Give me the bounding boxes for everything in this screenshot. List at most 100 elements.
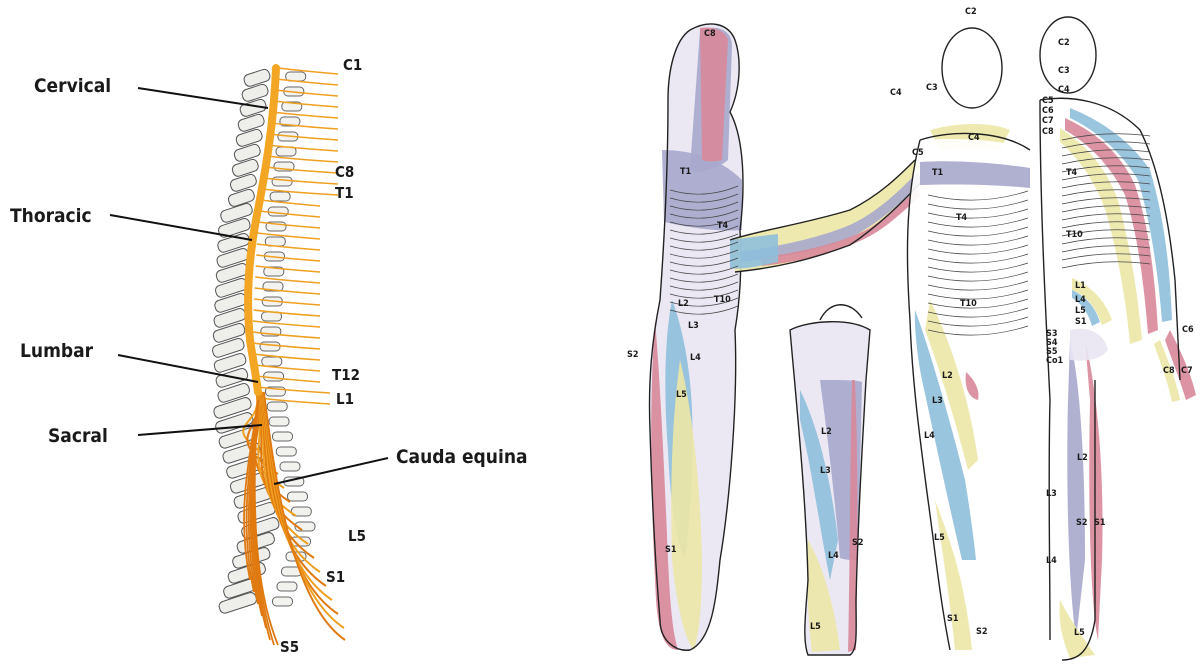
leg-l5: L5 (810, 622, 821, 632)
side-t10: T10 (714, 295, 731, 305)
side-l4: L4 (690, 353, 701, 363)
side-l2: L2 (678, 299, 689, 309)
back-c5: C5 (1042, 96, 1054, 106)
leg-l2: L2 (821, 427, 832, 437)
vertebra-process (273, 432, 293, 441)
front-t10: T10 (960, 299, 977, 309)
back-s2: S2 (1076, 518, 1087, 528)
front-c3: C3 (926, 83, 938, 93)
side-l3: L3 (688, 321, 699, 331)
vertebra-process (270, 192, 290, 201)
vertebra-process (273, 597, 293, 606)
nerve-root (261, 200, 320, 206)
nerve-root (271, 123, 338, 129)
back-c8: C8 (1042, 127, 1054, 137)
front-c4-left: C4 (890, 88, 902, 98)
nerve-root (255, 365, 320, 371)
front-l2: L2 (942, 371, 953, 381)
vertebra-process (269, 417, 289, 426)
leg-s2: S2 (852, 538, 863, 548)
front-c4: C4 (968, 133, 980, 143)
level-t1-label: T1 (335, 184, 354, 202)
front-s2: S2 (976, 627, 987, 637)
back-l1: L1 (1075, 281, 1086, 291)
back-l5-lower: L5 (1074, 628, 1085, 638)
front-s1: S1 (947, 614, 959, 624)
side-l5: L5 (676, 390, 687, 400)
front-l5: L5 (934, 533, 945, 543)
vertebra-body (237, 113, 265, 132)
vertebra-body (243, 68, 271, 87)
vertebra-process (260, 342, 280, 351)
vertebra-process (280, 462, 300, 471)
sacral-label: Sacral (48, 425, 108, 447)
front-head (942, 28, 1002, 108)
side-c8: C8 (704, 29, 716, 39)
level-c1-label: C1 (343, 56, 362, 74)
side-s1: S1 (665, 545, 677, 555)
vertebra-body (233, 143, 261, 162)
side-t1: T1 (680, 167, 692, 177)
vertebra-process (277, 582, 297, 591)
back-s1-upper: S1 (1075, 317, 1087, 327)
back-l3: L3 (1046, 489, 1057, 499)
side-view-figure (649, 24, 743, 650)
lumbar-label: Lumbar (20, 340, 94, 362)
nerve-root (257, 244, 320, 250)
vertebra-process (268, 207, 288, 216)
back-l4: L4 (1075, 295, 1086, 305)
leg-l4: L4 (828, 551, 839, 561)
level-l5-label: L5 (348, 527, 366, 545)
back-s1: S1 (1094, 518, 1106, 528)
level-l1-label: L1 (336, 390, 354, 408)
level-s1-label: S1 (326, 568, 345, 586)
vertebra-process (267, 402, 287, 411)
back-c8-arm: C8 (1163, 366, 1175, 376)
level-c8-label: C8 (335, 163, 354, 181)
front-t1: T1 (932, 168, 944, 178)
front-view-figure (907, 28, 1030, 650)
leg-l3: L3 (820, 466, 831, 476)
side-s2: S2 (627, 350, 638, 360)
spine-diagram: Cervical Thoracic Lumbar Sacral Cauda eq… (10, 56, 528, 656)
vertebra-body (231, 158, 259, 177)
back-l2: L2 (1077, 453, 1088, 463)
leg-view-figure (790, 305, 870, 655)
nerve-root (267, 156, 338, 162)
nerve-root (253, 321, 320, 327)
front-view-arm (730, 160, 925, 272)
back-t4: T4 (1066, 168, 1078, 178)
front-t4: T4 (956, 213, 968, 223)
front-l4: L4 (924, 431, 935, 441)
back-t10: T10 (1066, 230, 1083, 240)
front-l3: L3 (932, 396, 943, 406)
vertebra-process (276, 447, 296, 456)
back-c4: C4 (1058, 85, 1070, 95)
vertebra-process (262, 357, 282, 366)
vertebrae (211, 68, 315, 614)
vertebra-process (288, 492, 308, 501)
back-c6: C6 (1042, 106, 1054, 116)
cervical-label: Cervical (34, 75, 111, 97)
back-view-figure (1040, 17, 1196, 660)
back-c3: C3 (1058, 66, 1070, 76)
back-c7: C7 (1042, 116, 1054, 126)
cauda-equina-label: Cauda equina (396, 446, 528, 468)
nerve-root (255, 288, 320, 294)
back-c2: C2 (1058, 38, 1070, 48)
front-c2: C2 (965, 7, 977, 17)
vertebra-process (272, 177, 292, 186)
vertebra-body (235, 128, 263, 147)
back-c7-arm: C7 (1181, 366, 1193, 376)
back-co1: Co1 (1046, 356, 1064, 366)
side-t4: T4 (717, 221, 729, 231)
vertebra-body (241, 83, 269, 102)
thoracic-label: Thoracic (10, 205, 92, 227)
back-c6-arm: C6 (1182, 325, 1194, 335)
back-head (1040, 17, 1096, 93)
level-t12-label: T12 (332, 366, 360, 384)
nerve-root (277, 79, 338, 85)
back-l5: L5 (1075, 306, 1086, 316)
level-s5-label: S5 (280, 638, 299, 656)
